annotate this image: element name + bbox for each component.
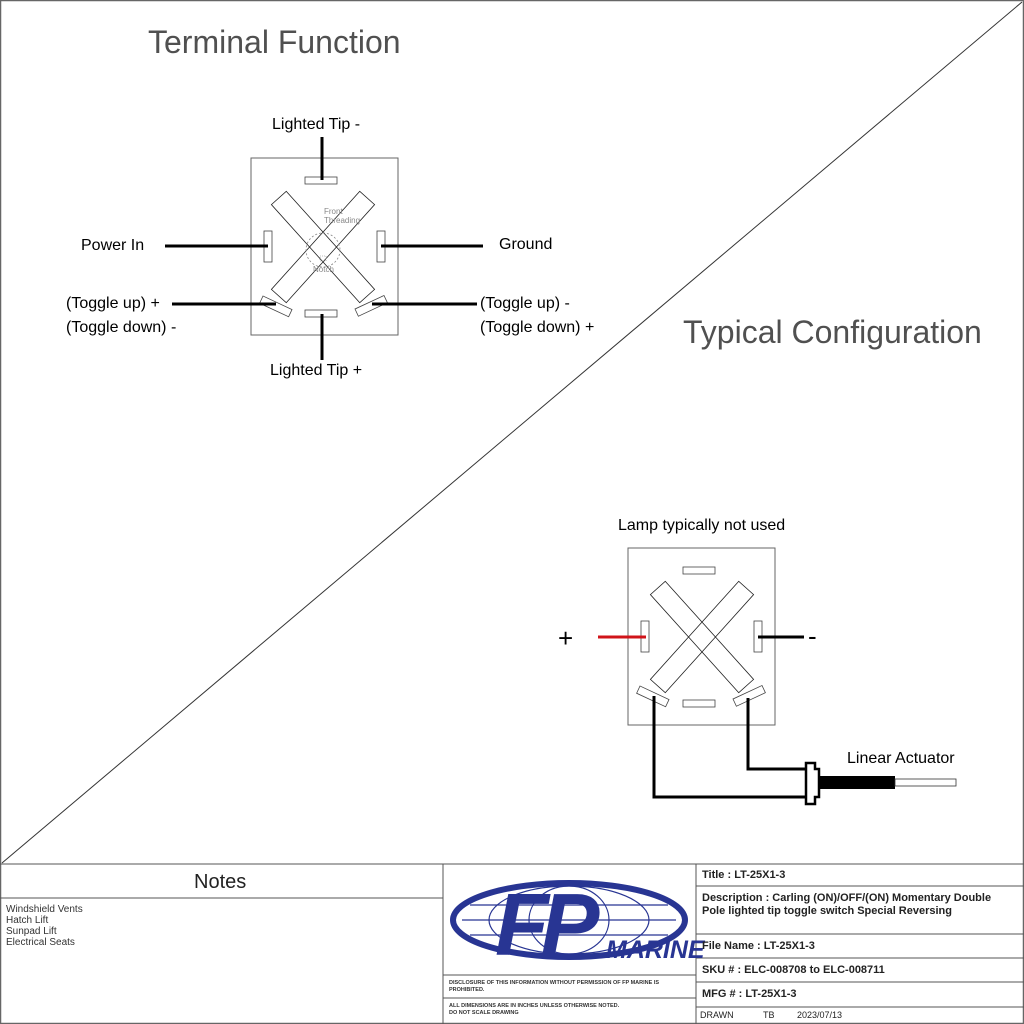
actuator-end-cap: [804, 761, 821, 806]
actuator-body: [819, 776, 895, 789]
disclosure-notice: DISCLOSURE OF THIS INFORMATION WITHOUT P…: [449, 980, 660, 993]
drawn-label: DRAWN: [700, 1010, 734, 1020]
terminal-bottom-right: [732, 684, 766, 707]
annotation-front: Front: [324, 207, 343, 216]
contact-bar-2: [270, 190, 376, 304]
label-negative: -: [808, 621, 817, 651]
diagonal-divider: [1, 1, 1023, 864]
label-positive: +: [558, 623, 574, 653]
label-lamp-note: Lamp typically not used: [618, 517, 786, 534]
terminal-function-switch: [165, 137, 483, 360]
annotation-notch: Notch: [313, 265, 334, 274]
terminal-bottom-right: [354, 294, 388, 317]
notes-item: Electrical Seats: [6, 937, 75, 948]
actuator-rod: [894, 778, 957, 787]
label-right-toggle-down: (Toggle down) +: [480, 319, 595, 336]
label-linear-actuator: Linear Actuator: [847, 750, 955, 767]
label-power-in: Power In: [81, 237, 145, 254]
label-left-toggle-down: (Toggle down) -: [66, 319, 177, 336]
notch-mark: [319, 255, 327, 262]
contact-bar-1: [270, 190, 376, 304]
scale-notice: DO NOT SCALE DRAWING: [449, 1010, 519, 1016]
fp-marine-logo: FP MARINE: [450, 875, 706, 974]
terminal-bottom-left: [259, 295, 293, 318]
label-lighted-tip-minus: Lighted Tip -: [272, 116, 361, 133]
mfg-field: MFG # : LT-25X1-3: [702, 988, 797, 1000]
typical-configuration-title: Typical Configuration: [683, 314, 982, 350]
threading-circle: [305, 232, 341, 268]
notes-item: Hatch Lift: [6, 915, 49, 926]
file-name-field: File Name : LT-25X1-3: [702, 940, 815, 952]
contact-bar-2: [649, 580, 755, 694]
logo-globe-ring: [450, 880, 688, 960]
title-field: Title : LT-25X1-3: [702, 869, 786, 881]
terminal-bottom: [682, 699, 716, 708]
title-block-grid: [0, 863, 1024, 1024]
annotation-threading: Threading: [324, 216, 361, 225]
wire-actuator-b: [746, 698, 808, 771]
logo-fp-letters: FP: [495, 875, 600, 974]
label-left-toggle-up: (Toggle up) +: [66, 295, 160, 312]
dimensions-notice: ALL DIMENSIONS ARE IN INCHES UNLESS OTHE…: [449, 1003, 620, 1009]
label-lighted-tip-plus: Lighted Tip +: [270, 362, 363, 379]
drawn-by: TB: [763, 1010, 775, 1020]
drawn-date: 2023/07/13: [797, 1010, 843, 1020]
wire-actuator-a: [652, 696, 808, 799]
notes-heading: Notes: [194, 871, 247, 893]
description-line2: Pole lighted tip toggle switch Special R…: [702, 905, 952, 917]
terminal-function-title: Terminal Function: [148, 24, 401, 60]
terminal-top: [682, 566, 716, 575]
contact-bar-1: [649, 580, 755, 694]
sku-field: SKU # : ELC-008708 to ELC-008711: [702, 964, 885, 976]
logo-globe-grid: [462, 885, 676, 955]
label-ground: Ground: [499, 236, 553, 253]
typical-configuration-switch: [598, 547, 957, 806]
notes-item: Sunpad Lift: [6, 926, 57, 937]
label-right-toggle-up: (Toggle up) -: [480, 295, 570, 312]
description-line1: Description : Carling (ON)/OFF/(ON) Mome…: [702, 892, 992, 904]
notes-item: Windshield Vents: [6, 904, 83, 915]
notes-list: Windshield Vents Hatch Lift Sunpad Lift …: [6, 904, 83, 948]
logo-marine-word: MARINE: [606, 936, 706, 964]
